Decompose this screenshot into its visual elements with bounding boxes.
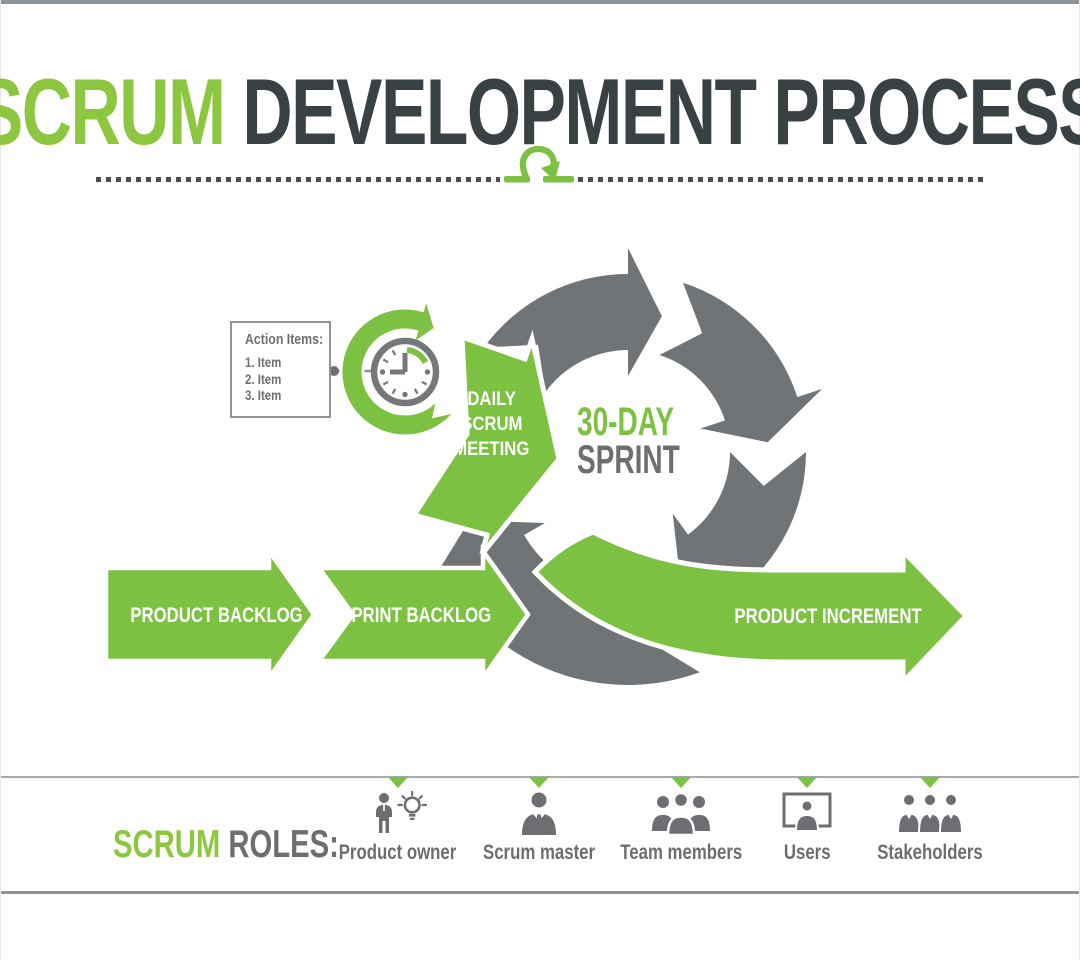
action-item: 1. Item bbox=[245, 355, 282, 370]
person-screen-icon bbox=[782, 792, 832, 832]
daily-line: SCRUM bbox=[460, 414, 523, 435]
role-item-users: Users bbox=[717, 789, 897, 865]
product-backlog-text: PRODUCT BACKLOG bbox=[130, 603, 303, 627]
sprint-backlog-label: SPRINT BACKLOG bbox=[319, 603, 491, 628]
roles-heading: SCRUM ROLES: bbox=[113, 824, 414, 866]
person-lightbulb-icon bbox=[376, 791, 428, 833]
role-notch bbox=[671, 777, 691, 788]
role-notch bbox=[529, 777, 549, 788]
title-rest: DEVELOPMENT PROCESS bbox=[224, 59, 1080, 164]
cycle-segment bbox=[484, 248, 662, 392]
action-item: 2. Item bbox=[245, 371, 282, 387]
scrum-loop-icon bbox=[504, 146, 574, 183]
page-title: SCRUM DEVELOPMENT PROCESS bbox=[0, 62, 1080, 162]
sprint-backlog-text: SPRINT BACKLOG bbox=[340, 603, 492, 627]
sprint-backlog-arrow bbox=[314, 543, 531, 686]
product-increment-label: PRODUCT INCREMENT bbox=[701, 604, 955, 629]
action-items-title: Action Items: bbox=[245, 332, 324, 348]
roles-heading-accent: SCRUM bbox=[113, 823, 221, 866]
daily-line: DAILY bbox=[467, 389, 516, 410]
daily-scrum-label: DAILY SCRUM MEETING bbox=[429, 387, 554, 462]
people-group-icon bbox=[652, 791, 710, 837]
cycle-segment bbox=[659, 282, 822, 443]
sprint-duration: 30-DAY bbox=[577, 400, 675, 444]
roles-heading-rest: ROLES: bbox=[220, 823, 339, 866]
role-label: Stakeholders bbox=[877, 841, 983, 864]
action-items-box: Action Items: 1. Item 2. Item 3. Item bbox=[230, 321, 331, 418]
page-title-text: SCRUM DEVELOPMENT PROCESS bbox=[0, 65, 1080, 159]
product-increment-arrow bbox=[531, 529, 970, 689]
timer-clock-icon bbox=[370, 337, 440, 407]
daily-loop-arrow bbox=[339, 292, 460, 438]
dotted-separator-right bbox=[578, 177, 986, 182]
title-accent: SCRUM bbox=[0, 59, 226, 164]
top-border bbox=[1, 0, 1079, 4]
dotted-separator-left bbox=[96, 177, 500, 182]
cycle-segment-bottom bbox=[425, 520, 700, 685]
scrum-cycle-diagram bbox=[103, 248, 970, 689]
people-row-icon bbox=[896, 793, 964, 834]
product-backlog-arrow bbox=[103, 543, 317, 686]
sprint-label: 30-DAY SPRINT bbox=[577, 400, 724, 482]
role-label: Scrum master bbox=[482, 841, 596, 864]
role-item-scrum-master: Scrum master bbox=[449, 789, 629, 865]
action-item: 3. Item bbox=[245, 388, 282, 403]
role-label: Users bbox=[783, 841, 831, 864]
role-notch bbox=[920, 777, 940, 788]
role-label: Team members bbox=[619, 841, 743, 864]
role-item-stakeholders: Stakeholders bbox=[840, 789, 1020, 865]
role-label: Product owner bbox=[339, 841, 457, 864]
role-item-product-owner: Product owner bbox=[308, 789, 488, 865]
role-item-team-members: Team members bbox=[591, 789, 771, 865]
role-notch bbox=[388, 777, 408, 788]
product-increment-text: PRODUCT INCREMENT bbox=[734, 604, 922, 628]
connector-dot bbox=[329, 366, 339, 376]
role-notch bbox=[797, 777, 817, 788]
product-backlog-label: PRODUCT BACKLOG bbox=[106, 603, 302, 628]
daily-line: MEETING bbox=[453, 439, 530, 460]
sprint-name: SPRINT bbox=[577, 438, 680, 482]
roles-divider-bottom bbox=[1, 891, 1079, 894]
person-tie-icon bbox=[522, 792, 556, 835]
